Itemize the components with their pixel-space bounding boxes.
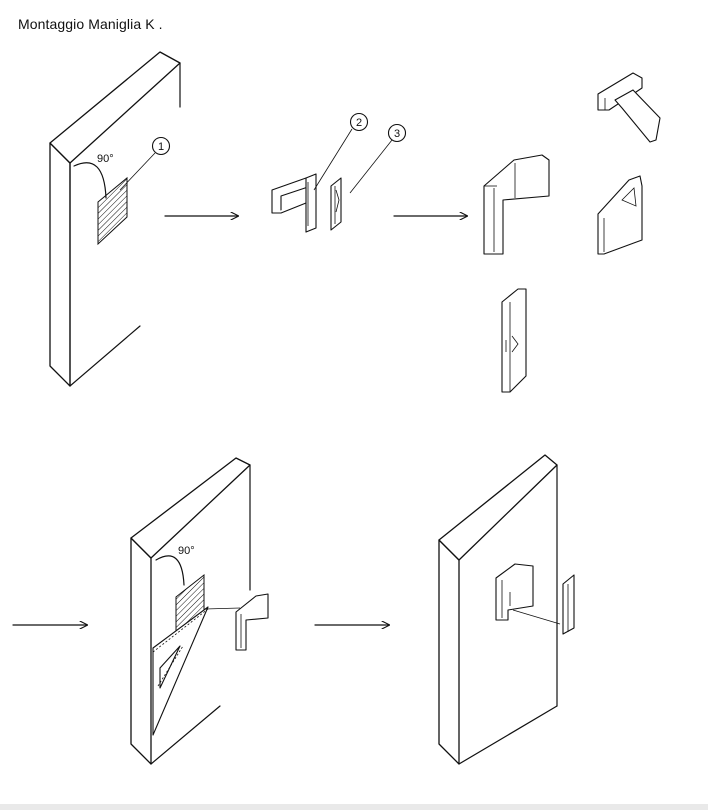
angle-label: 90°	[97, 153, 114, 165]
angle-label-step4: 90°	[178, 545, 195, 557]
footer-rule	[0, 804, 708, 810]
callout-1-label: 1	[158, 141, 164, 153]
page-title: Montaggio Maniglia K .	[18, 16, 163, 32]
template-hatched-area	[97, 176, 128, 246]
step2-handle-parts: 2 3	[271, 112, 407, 233]
callout-3-label: 3	[394, 128, 400, 140]
step4-door-marking: 90°	[130, 457, 269, 765]
angle-arc	[73, 162, 107, 199]
step1-door-panel: 90° 1	[49, 51, 181, 387]
callout-3-circle	[387, 123, 407, 143]
callout-2-circle	[349, 112, 369, 132]
callout-2-label: 2	[356, 117, 362, 129]
step5-door-insertion	[438, 454, 575, 765]
callout-1-circle	[151, 136, 171, 156]
step3-handle-views	[483, 72, 661, 393]
